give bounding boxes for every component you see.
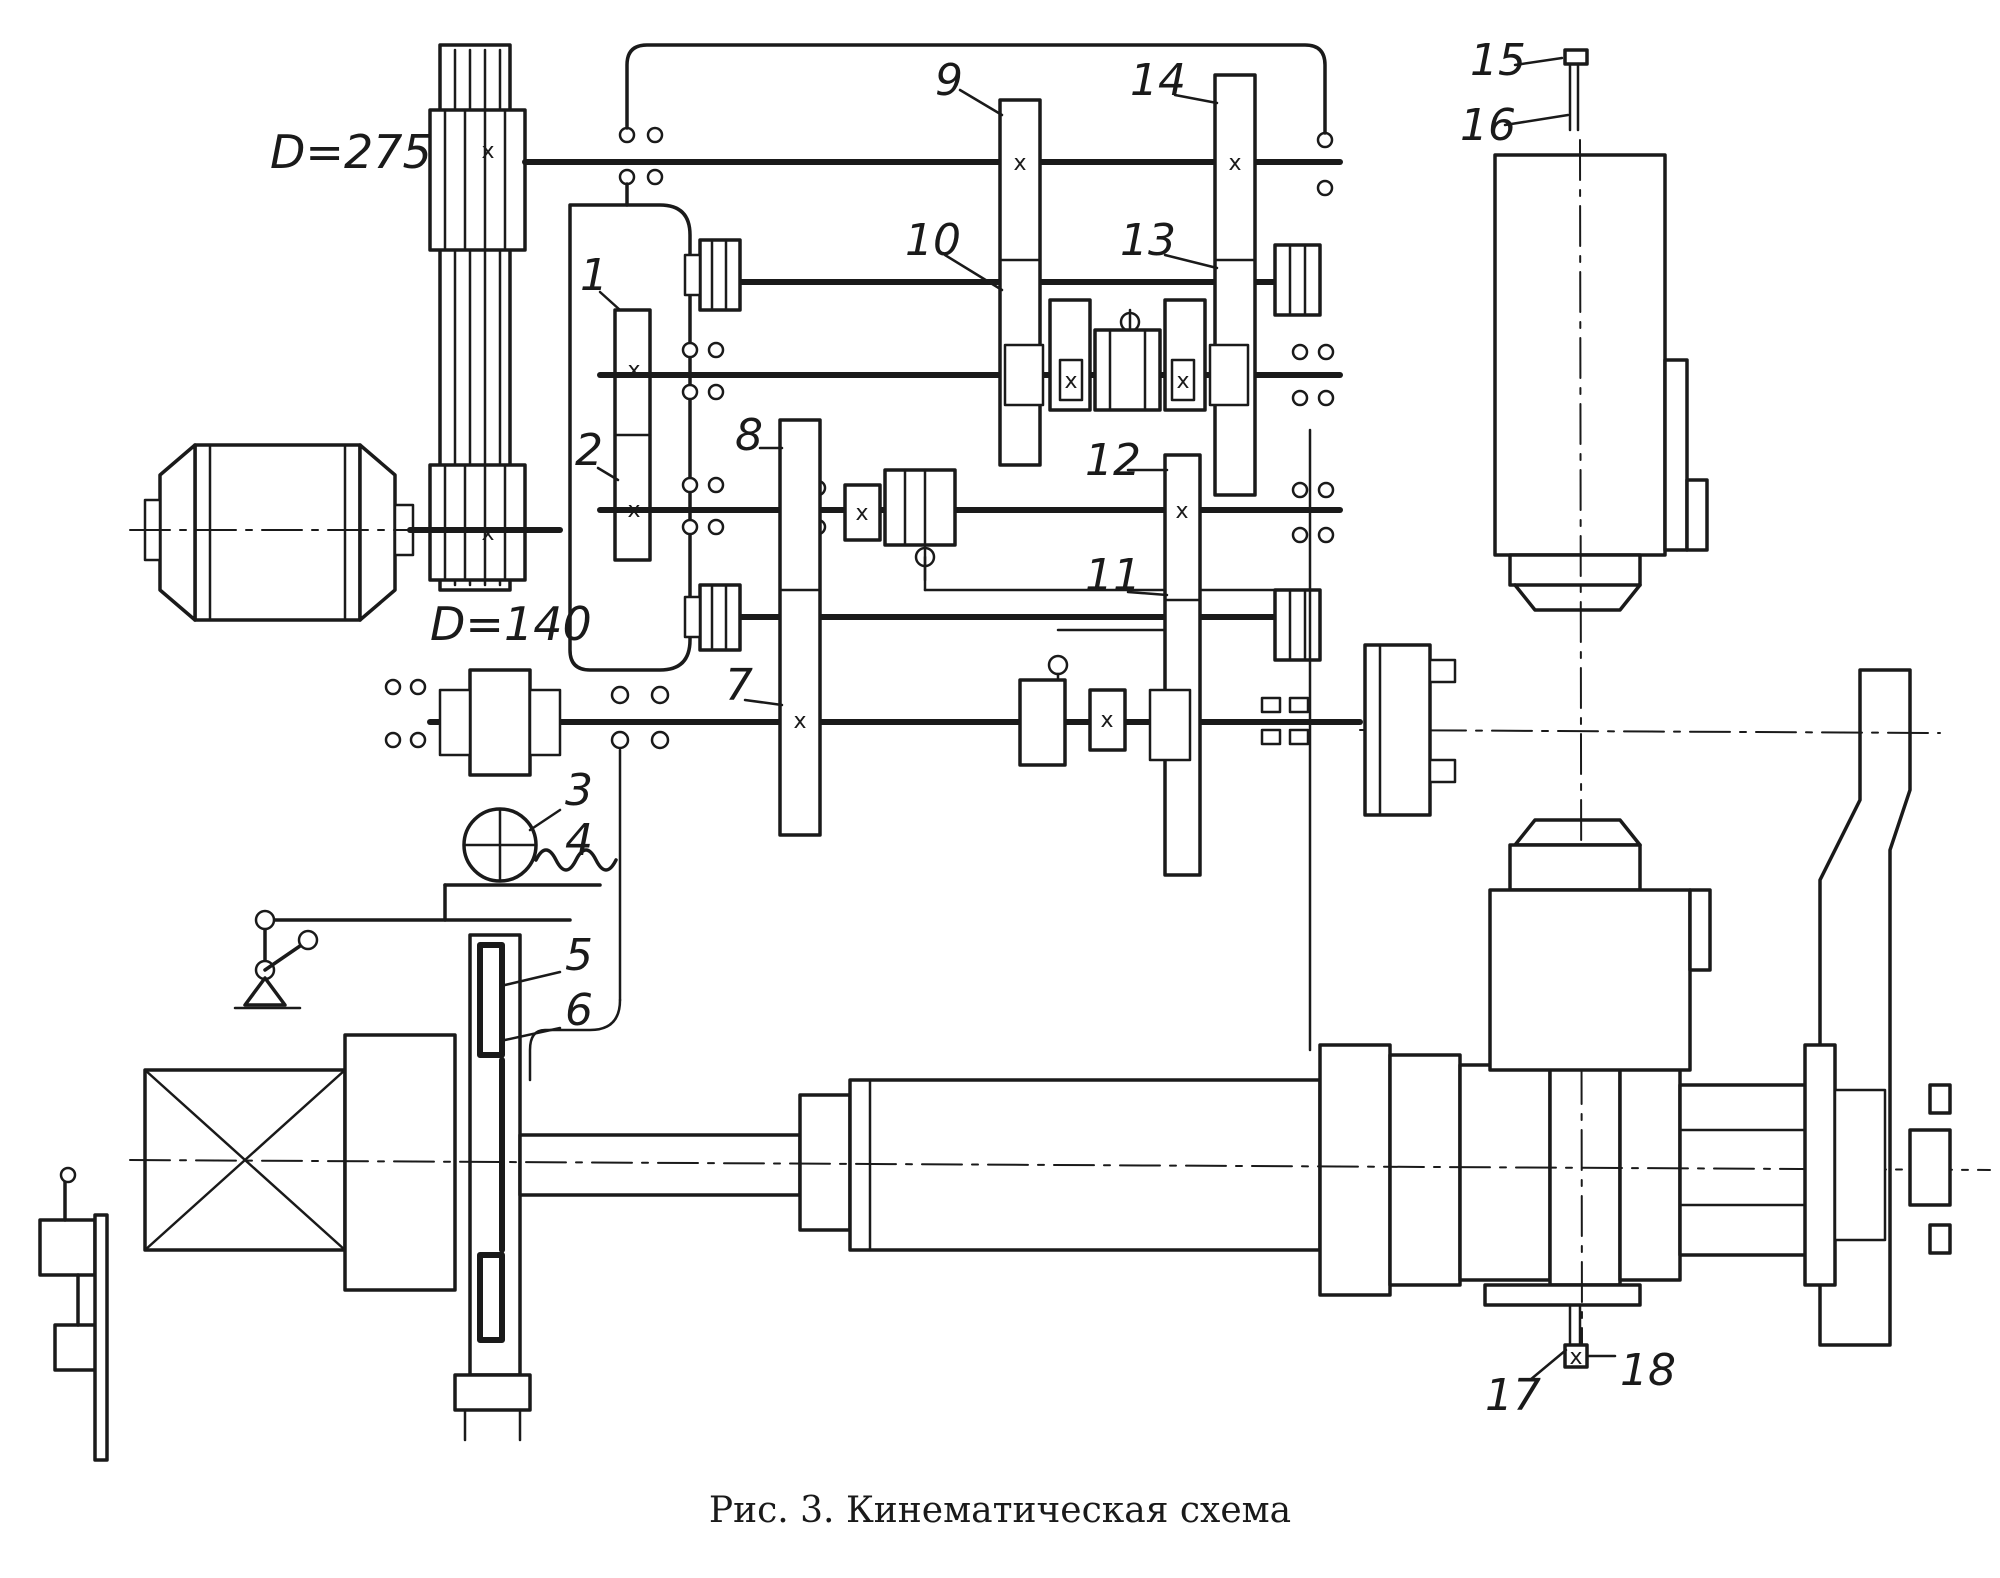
kinematic-diagram: x x D=275 D=140 x x: [38, 35, 1991, 1462]
belt-drive: x x D=275 D=140: [270, 43, 592, 651]
label-14: 14: [1130, 55, 1186, 106]
spring-4: [534, 848, 618, 872]
dim-pulley-large: D=275: [270, 125, 432, 179]
svg-text:x: x: [1064, 369, 1077, 394]
svg-text:x: x: [1228, 151, 1241, 176]
lower-tool-head: x: [1488, 818, 1712, 1370]
label-4: 4: [565, 815, 593, 866]
clutch-upper: x x: [1003, 298, 1250, 412]
label-10: 10: [905, 215, 961, 266]
rack-lower: [477, 1252, 505, 1343]
chuck-body: [1363, 643, 1432, 817]
gearbox-housing: x x: [568, 203, 692, 672]
gear-13-14: [1213, 73, 1257, 497]
friction-clutches: [683, 238, 1322, 662]
frame-profile: [1818, 668, 1912, 1347]
part-15: [1563, 48, 1589, 66]
input-clutch: [438, 668, 562, 777]
chuck: [1363, 643, 1457, 817]
spindle-axis: [1359, 729, 1941, 734]
gear-block-11-12: x x: [1018, 453, 1202, 877]
svg-text:x: x: [793, 709, 806, 734]
electric-motor: [129, 443, 563, 622]
gear-mark: x: [481, 139, 494, 164]
spindle-assembly: [129, 1033, 1991, 1307]
svg-text:x: x: [1013, 151, 1026, 176]
labels: 1 2 3 4 5 6 7 8 9 10 11 12 13 14 15 16 1…: [503, 35, 1676, 1421]
label-1: 1: [580, 250, 608, 301]
svg-text:x: x: [1175, 499, 1188, 524]
svg-text:x: x: [1569, 1345, 1582, 1370]
gear-11-12: [1163, 453, 1202, 877]
pump-and-spring: [443, 807, 618, 922]
gearbox-outline: [568, 203, 692, 672]
gear-7-8: [778, 418, 822, 837]
label-5: 5: [565, 930, 593, 981]
rear-flange: [343, 1033, 457, 1292]
svg-text:x: x: [1100, 708, 1113, 733]
label-6: 6: [565, 985, 593, 1036]
label-15: 15: [1470, 35, 1526, 86]
gear-block-9-10: x: [998, 98, 1042, 467]
left-aux-mechanism: [38, 1166, 109, 1462]
control-link-top: [625, 43, 1327, 135]
gear-mark: x: [481, 521, 494, 546]
dim-pulley-small: D=140: [430, 597, 592, 651]
svg-text:x: x: [855, 501, 868, 526]
label-8: 8: [735, 410, 763, 461]
frame-column: [1803, 668, 1952, 1347]
label-12: 12: [1085, 435, 1141, 486]
main-axis: [129, 1159, 1991, 1171]
motor-body: [193, 443, 362, 622]
lever-linkage: [233, 909, 572, 1010]
label-18: 18: [1620, 1345, 1676, 1396]
v-belt: [438, 43, 512, 592]
feed-rack: [453, 933, 532, 1442]
drive-shaft: [518, 1133, 802, 1197]
gear-block-7-8: x x: [778, 418, 1277, 837]
tool-head: [1493, 48, 1709, 1346]
rack-5: [477, 942, 505, 1058]
figure-caption: Рис. 3. Кинематическая схема: [708, 1490, 1292, 1531]
label-13: 13: [1120, 215, 1176, 266]
label-9: 9: [935, 55, 963, 106]
tool-axis: [1579, 139, 1583, 1346]
svg-text:x: x: [627, 358, 640, 383]
spindle-bearings: [1260, 696, 1310, 746]
motor-end-left: [158, 443, 197, 622]
svg-text:x: x: [1176, 369, 1189, 394]
label-3: 3: [565, 765, 593, 816]
motor-end-right: [358, 443, 397, 622]
gear-block-13-14: x: [1213, 73, 1257, 497]
label-7: 7: [725, 660, 753, 711]
